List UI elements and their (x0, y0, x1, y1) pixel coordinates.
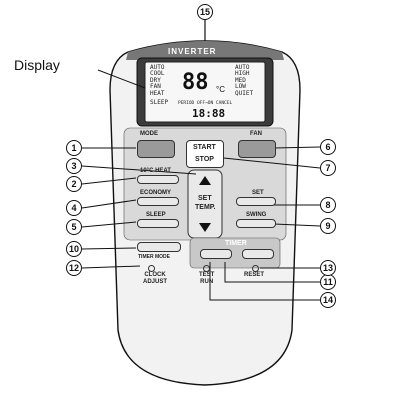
callout-10: 10 (66, 241, 82, 257)
lcd-fan-quiet: QUIET (235, 89, 254, 97)
lcd-fan-low: LOW (235, 83, 246, 91)
callout-8: 8 (320, 197, 336, 213)
display-label: Display (14, 57, 60, 73)
test-run-label: TEST RUN (199, 272, 214, 286)
lcd-fan-med: MED (235, 76, 246, 84)
lcd-mode-fan: FAN (150, 83, 161, 91)
callout-15: 15 (197, 4, 213, 20)
lcd-mode-auto: AUTO (150, 64, 165, 71)
callout-13: 13 (320, 260, 336, 276)
callout-7: 7 (320, 160, 336, 176)
timer-mode-button[interactable] (137, 242, 181, 252)
clock-adjust-label-2: ADJUST (143, 279, 168, 285)
set-temp-label-1: SET (198, 195, 212, 202)
stop-label: STOP (195, 156, 214, 163)
timer-right-button[interactable] (242, 249, 274, 259)
callout-4: 4 (66, 200, 82, 216)
clock-adjust-label-1: CLOCK (144, 272, 166, 278)
remote-header-band (126, 41, 284, 60)
sleep-label: SLEEP (146, 212, 166, 218)
sleep-button[interactable] (137, 219, 179, 228)
lcd-mode-dry: DRY (150, 76, 161, 84)
start-stop-button[interactable]: START STOP (186, 140, 224, 168)
set-label: SET (252, 190, 264, 196)
temp-down-arrow-icon (199, 223, 211, 232)
callout-5: 5 (66, 219, 82, 235)
fan-label: FAN (250, 131, 262, 137)
lcd-mode-cool: COOL (150, 70, 165, 78)
temp-up-arrow-icon (199, 176, 211, 185)
heat10-label: 10°C HEAT (140, 168, 171, 174)
lcd-mode-heat: HEAT (150, 89, 165, 97)
lcd-timer-row: PERIOD OFF→ON CANCEL (178, 101, 233, 106)
clock-adjust-label: CLOCK ADJUST (143, 272, 167, 286)
temp-up-button[interactable] (190, 172, 220, 188)
timer-panel (189, 237, 281, 269)
test-run-button[interactable] (203, 265, 210, 272)
clock-adjust-button[interactable] (148, 265, 155, 272)
callout-3: 3 (66, 158, 82, 174)
callout-6: 6 (320, 139, 336, 155)
brand-label: INVERTER (168, 47, 217, 56)
callout-12: 12 (66, 260, 82, 276)
display-pointer-line (97, 69, 146, 89)
economy-button[interactable] (137, 197, 179, 206)
callout-14: 14 (320, 292, 336, 308)
callout-11: 11 (320, 274, 336, 290)
start-label: START (193, 144, 216, 151)
lcd-fan-list: AUTO HIGH MED LOW QUIET (235, 64, 254, 97)
timer-mode-label: TIMER MODE (138, 254, 170, 260)
lcd-mode-list: AUTO COOL DRY FAN HEAT (150, 64, 165, 97)
lcd-fan-auto: AUTO (235, 64, 250, 71)
test-run-label-1: TEST (199, 272, 215, 278)
fan-button[interactable] (238, 140, 276, 158)
set-temp-label-2: TEMP. (195, 204, 216, 211)
economy-label: ECONOMY (140, 190, 172, 196)
set-button[interactable] (236, 197, 276, 206)
callout-2: 2 (66, 176, 82, 192)
swing-label: SWING (246, 212, 267, 218)
swing-button[interactable] (236, 219, 276, 228)
timer-left-button[interactable] (200, 249, 232, 259)
callout-9: 9 (320, 218, 336, 234)
temp-down-button[interactable] (190, 220, 220, 236)
mode-button[interactable] (137, 140, 175, 158)
reset-button[interactable] (252, 265, 259, 272)
lcd-temp-unit: °C (216, 85, 225, 94)
display-screen (144, 61, 266, 123)
reset-label: RESET (244, 272, 265, 278)
lcd-temp: 88 (182, 70, 209, 95)
heat10-button[interactable] (137, 175, 179, 184)
lcd-clock: 18:88 (192, 107, 226, 120)
callout-1: 1 (66, 140, 82, 156)
test-run-label-2: RUN (200, 279, 214, 285)
lcd-fan-high: HIGH (235, 70, 250, 78)
lcd-sleep: SLEEP (150, 99, 169, 106)
mode-label: MODE (140, 131, 158, 137)
timer-label: TIMER (225, 240, 247, 247)
